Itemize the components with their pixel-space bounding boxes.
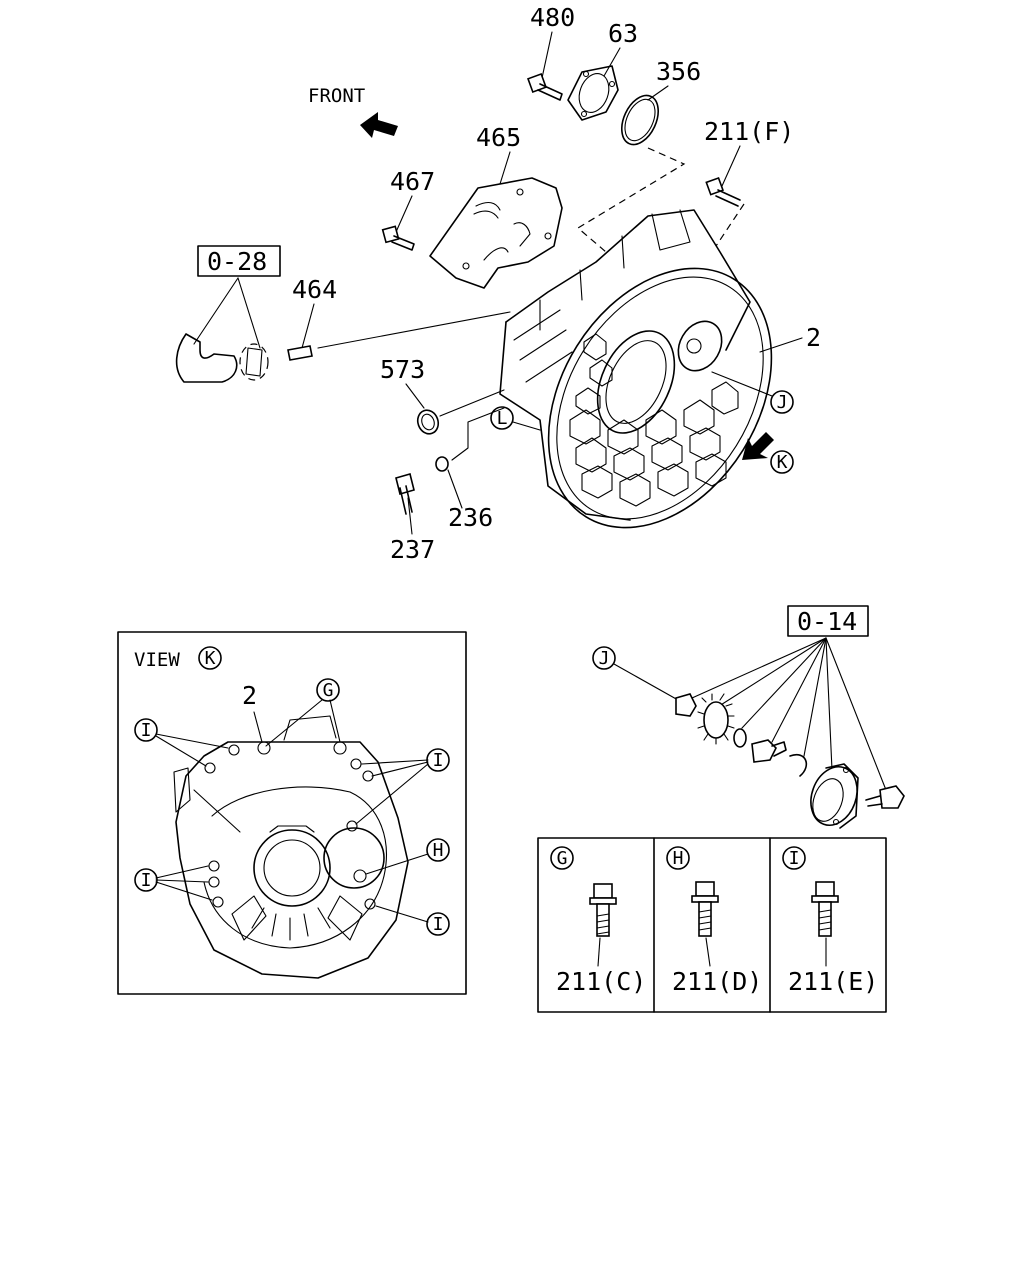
part-211f-bolt: 211(F) [704, 117, 794, 247]
svg-text:I: I [433, 750, 444, 771]
ref-o28: 0-28 [175, 245, 281, 383]
part-63-label: 63 [608, 19, 638, 48]
svg-text:K: K [777, 452, 788, 473]
view-marker-i-4 [426, 912, 450, 936]
view-k-label: VIEW [134, 649, 180, 671]
part-465-plate: 465 [429, 123, 563, 289]
marker-k [770, 450, 794, 474]
part-467-label: 467 [390, 167, 435, 196]
svg-text:I: I [433, 914, 444, 935]
svg-text:G: G [323, 680, 334, 701]
part-480-label: 480 [530, 3, 575, 32]
part-464-pin: 464 [287, 275, 511, 361]
bolt-table-frame [537, 837, 887, 1013]
view-k-marker [198, 646, 222, 670]
ref-o14-box [787, 605, 869, 637]
view-k-panel: VIEW K 2 G [117, 631, 467, 995]
ref-o14-assembly: 0-14 J [592, 605, 905, 829]
honeycomb-ribs [569, 333, 739, 507]
part-2-label: 2 [806, 323, 821, 352]
svg-text:G: G [557, 848, 568, 869]
bolt-label-211c: 211(C) [556, 967, 646, 996]
o14-marker-j [592, 646, 616, 670]
svg-text:J: J [777, 392, 788, 413]
svg-text:J: J [599, 648, 610, 669]
part-465-label: 465 [476, 123, 521, 152]
part-356-oring: 356 [621, 57, 701, 146]
view-part-2-label: 2 [242, 681, 257, 710]
gear-icon [697, 693, 735, 745]
ref-o14-label: 0-14 [797, 607, 857, 636]
svg-text:H: H [433, 840, 444, 861]
marker-l [490, 406, 514, 430]
view-marker-g [316, 678, 340, 702]
part-573-seal: 573 [380, 355, 505, 435]
bolt-cell-h: H 211(D) [666, 846, 762, 996]
part-237-label: 237 [390, 535, 435, 564]
part-236-label: 236 [448, 503, 493, 532]
bolt-table: G 211(C) H 211(D) I [537, 837, 887, 1013]
svg-text:L: L [497, 408, 508, 429]
assembly-leader [576, 147, 686, 253]
part-573-label: 573 [380, 355, 425, 384]
view-marker-i-1 [134, 718, 158, 742]
part-63-plate: 63 [567, 19, 638, 121]
marker-j [770, 390, 794, 414]
part-480-bolt: 480 [527, 3, 575, 101]
svg-text:K: K [205, 648, 216, 669]
svg-text:I: I [141, 720, 152, 741]
svg-text:I: I [789, 848, 800, 869]
part-356-label: 356 [656, 57, 701, 86]
view-k-frame [117, 631, 467, 995]
part-467-bolt: 467 [381, 167, 435, 251]
ref-o28-label: 0-28 [207, 247, 267, 276]
svg-text:H: H [673, 848, 684, 869]
front-arrow-icon [360, 112, 398, 138]
part-211f-label: 211(F) [704, 117, 794, 146]
bolt-cell-i: I 211(E) [782, 846, 878, 996]
part-237-bolt: 237 [390, 473, 435, 564]
part-464-label: 464 [292, 275, 337, 304]
bolt-cell-g: G 211(C) [550, 846, 646, 996]
part-236-washer: 236 [435, 407, 505, 532]
front-indicator: FRONT [308, 85, 398, 138]
flywheel-housing: 2 J L K [490, 209, 821, 529]
bolt-label-211d: 211(D) [672, 967, 762, 996]
front-label: FRONT [308, 85, 365, 107]
bolt-label-211e: 211(E) [788, 967, 878, 996]
svg-text:I: I [141, 870, 152, 891]
view-marker-h [426, 838, 450, 862]
cover-part [810, 763, 859, 829]
view-k-arrow-icon [742, 432, 774, 460]
ref-o28-box [197, 245, 281, 277]
